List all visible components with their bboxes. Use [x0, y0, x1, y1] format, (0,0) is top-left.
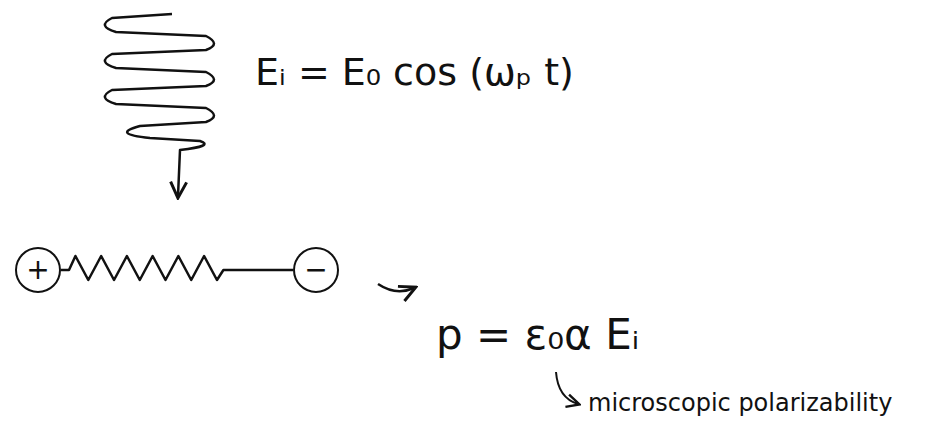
- field-equation: Eᵢ = E₀ cos (ωₚ t): [255, 52, 574, 94]
- charge-sign: +: [26, 256, 49, 284]
- leader-hook: [556, 372, 578, 404]
- charge-sign: −: [304, 256, 327, 284]
- spring: [61, 256, 293, 280]
- polarization-equation: p = ε₀α Eᵢ: [436, 312, 639, 358]
- light-wave: [105, 14, 214, 196]
- negative-charge: −: [293, 247, 339, 293]
- pointer-arrow: [378, 284, 414, 291]
- annotation: microscopic polarizability: [588, 390, 892, 416]
- positive-charge: +: [15, 247, 61, 293]
